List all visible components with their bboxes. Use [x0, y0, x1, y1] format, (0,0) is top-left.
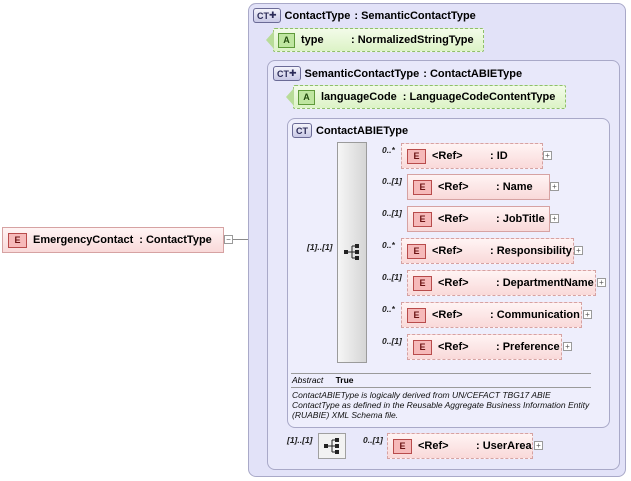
child-element-name: : Responsibility	[490, 245, 572, 257]
expand-icon[interactable]: +	[534, 441, 543, 450]
element-badge: E	[407, 307, 426, 323]
semantic-contact-type-name: SemanticContactType	[304, 67, 420, 80]
child-cardinality: 0..*	[382, 145, 395, 155]
root-element-name: EmergencyContact	[33, 234, 134, 246]
element-badge: E	[413, 179, 432, 195]
element-badge: E	[413, 275, 432, 291]
userarea-cardinality: 0..[1]	[363, 435, 383, 445]
userarea-sequence-cardinality: [1]..[1]	[287, 435, 313, 445]
child-element-communication[interactable]: E <Ref> : Communication	[401, 302, 582, 328]
complex-type-icon: CT	[292, 123, 312, 138]
child-cardinality: 0..[1]	[382, 176, 402, 186]
ref-label: <Ref>	[438, 341, 469, 353]
element-badge: E	[8, 232, 27, 248]
sequence-icon	[324, 438, 339, 454]
collapse-icon[interactable]: −	[224, 235, 233, 244]
ref-label: <Ref>	[438, 277, 469, 289]
element-badge: E	[407, 243, 426, 259]
child-element-job-title[interactable]: E <Ref> : JobTitle	[407, 206, 550, 232]
expand-icon[interactable]: +	[574, 246, 583, 255]
child-element-user-area[interactable]: E <Ref> : UserArea	[387, 433, 533, 459]
ref-label: <Ref>	[432, 150, 463, 162]
root-element-type: : ContactType	[139, 234, 212, 246]
ref-label: <Ref>	[438, 181, 469, 193]
footer-rule-mid	[291, 387, 591, 388]
element-badge: E	[407, 148, 426, 164]
attribute-badge: A	[278, 32, 295, 48]
element-badge: E	[413, 339, 432, 355]
ref-label: <Ref>	[438, 213, 469, 225]
expand-icon[interactable]: +	[583, 310, 592, 319]
connector-root	[232, 239, 258, 240]
expand-icon[interactable]: +	[550, 182, 559, 191]
child-element-name: : ID	[490, 150, 508, 162]
abstract-label: Abstract	[292, 375, 324, 385]
expand-icon[interactable]: +	[543, 151, 552, 160]
contact-abie-type-name: ContactABIEType	[316, 124, 409, 137]
ref-label: <Ref>	[432, 309, 463, 321]
attribute-tab-icon	[286, 88, 294, 106]
child-element-name: : Communication	[490, 309, 580, 321]
footer-rule-top	[291, 373, 591, 374]
ref-label: <Ref>	[418, 440, 449, 452]
child-element-name: : UserArea	[476, 440, 532, 452]
attribute-type-name: type	[301, 34, 324, 46]
child-cardinality: 0..*	[382, 304, 395, 314]
child-element-name: : Name	[496, 181, 533, 193]
expand-icon[interactable]: +	[563, 342, 572, 351]
attribute-language-code[interactable]: A languageCode : LanguageCodeContentType	[286, 85, 566, 109]
sequence-cardinality: [1]..[1]	[307, 242, 333, 252]
contact-type-name: ContactType	[284, 9, 351, 22]
semantic-contact-type-header: CT✚ SemanticContactType : ContactABIETyp…	[273, 66, 522, 81]
root-element-emergency-contact[interactable]: E EmergencyContact : ContactType	[2, 227, 224, 253]
contact-type-base: : SemanticContactType	[354, 9, 476, 22]
attribute-type-type: : NormalizedStringType	[351, 34, 474, 46]
contact-abie-type-header: CT ContactABIEType	[292, 123, 408, 138]
child-cardinality: 0..*	[382, 240, 395, 250]
complex-type-icon: CT✚	[253, 8, 281, 23]
semantic-contact-type-base: : ContactABIEType	[423, 67, 523, 80]
child-element-name-field[interactable]: E <Ref> : Name	[407, 174, 550, 200]
child-cardinality: 0..[1]	[382, 208, 402, 218]
abie-description: ContactABIEType is logically derived fro…	[292, 390, 590, 420]
element-badge: E	[413, 211, 432, 227]
child-element-name: : Preference	[496, 341, 560, 353]
child-element-responsibility[interactable]: E <Ref> : Responsibility	[401, 238, 574, 264]
ref-label: <Ref>	[432, 245, 463, 257]
attribute-type[interactable]: A type : NormalizedStringType	[266, 28, 484, 52]
child-element-preference[interactable]: E <Ref> : Preference	[407, 334, 562, 360]
attribute-language-code-type: : LanguageCodeContentType	[402, 91, 556, 103]
expand-icon[interactable]: +	[550, 214, 559, 223]
complex-type-icon: CT✚	[273, 66, 301, 81]
attribute-badge: A	[298, 89, 315, 105]
child-element-department-name[interactable]: E <Ref> : DepartmentName	[407, 270, 596, 296]
child-element-id[interactable]: E <Ref> : ID	[401, 143, 543, 169]
child-cardinality: 0..[1]	[382, 336, 402, 346]
child-element-name: : DepartmentName	[496, 277, 594, 289]
contact-type-header: CT✚ ContactType : SemanticContactType	[253, 8, 476, 23]
element-badge: E	[393, 438, 412, 454]
child-element-name: : JobTitle	[496, 213, 545, 225]
attribute-tab-icon	[266, 31, 274, 49]
expand-icon[interactable]: +	[597, 278, 606, 287]
child-cardinality: 0..[1]	[382, 272, 402, 282]
abstract-row: Abstract True	[292, 375, 354, 385]
attribute-language-code-name: languageCode	[321, 91, 397, 103]
sequence-icon	[344, 244, 359, 260]
abstract-value: True	[335, 375, 354, 385]
